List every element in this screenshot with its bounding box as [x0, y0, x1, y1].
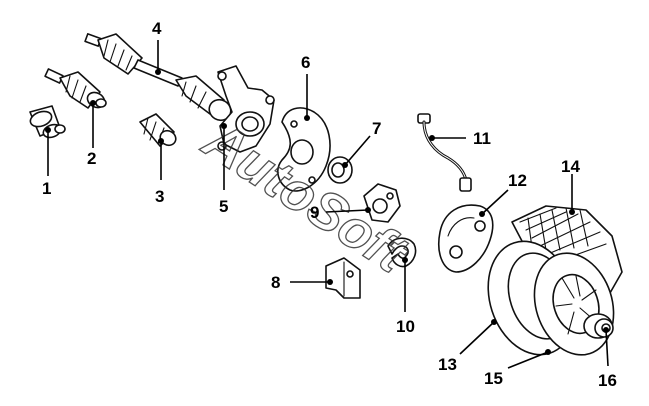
callout-15: 15	[484, 369, 503, 388]
callout-5: 5	[219, 197, 228, 216]
callout-2: 2	[87, 149, 96, 168]
part-8-brake-pad	[325, 257, 361, 299]
callout-16: 16	[598, 371, 617, 390]
part-16-hub-nut	[583, 313, 614, 339]
part-10-spring-clip	[387, 237, 417, 268]
part-5-knuckle	[217, 65, 275, 153]
part-12-caliper	[438, 204, 494, 273]
callout-4: 4	[152, 19, 162, 38]
callout-12: 12	[508, 171, 527, 190]
callout-11: 11	[473, 129, 491, 148]
callout-1: 1	[42, 179, 51, 198]
callout-13: 13	[438, 355, 457, 374]
callout-labels: 1 2 3 4 5 6 7 8 9 10 11 12 14 13 15 16	[42, 19, 617, 390]
part-4-drive-shaft	[84, 33, 232, 122]
part-6-dust-shield	[277, 107, 331, 192]
callout-6: 6	[301, 53, 310, 72]
callout-3: 3	[155, 187, 164, 206]
leader-lines	[45, 40, 609, 369]
callout-10: 10	[396, 317, 415, 336]
callout-7: 7	[372, 119, 381, 138]
callout-8: 8	[271, 273, 280, 292]
part-1-bushing	[29, 105, 66, 139]
callout-9: 9	[310, 203, 319, 222]
part-11-brake-hose	[417, 113, 472, 192]
part-2-cv-boot	[44, 68, 107, 109]
callout-14: 14	[561, 157, 580, 176]
part-9-caliper-bracket	[363, 183, 401, 223]
